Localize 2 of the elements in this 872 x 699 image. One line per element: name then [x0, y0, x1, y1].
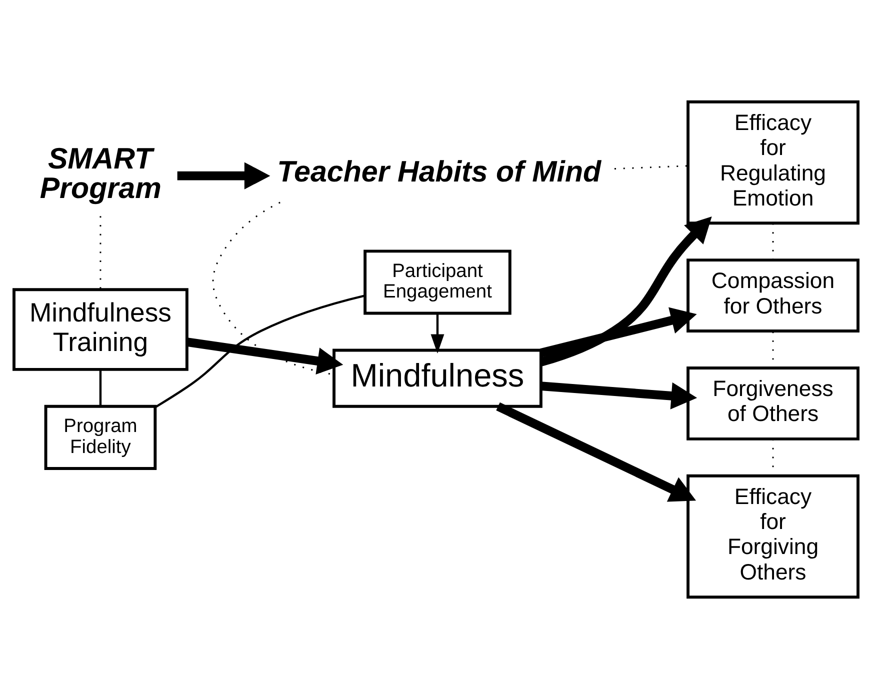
node-text: SMART Program	[40, 142, 162, 205]
node-text: Teacher Habits of Mind	[277, 156, 602, 189]
